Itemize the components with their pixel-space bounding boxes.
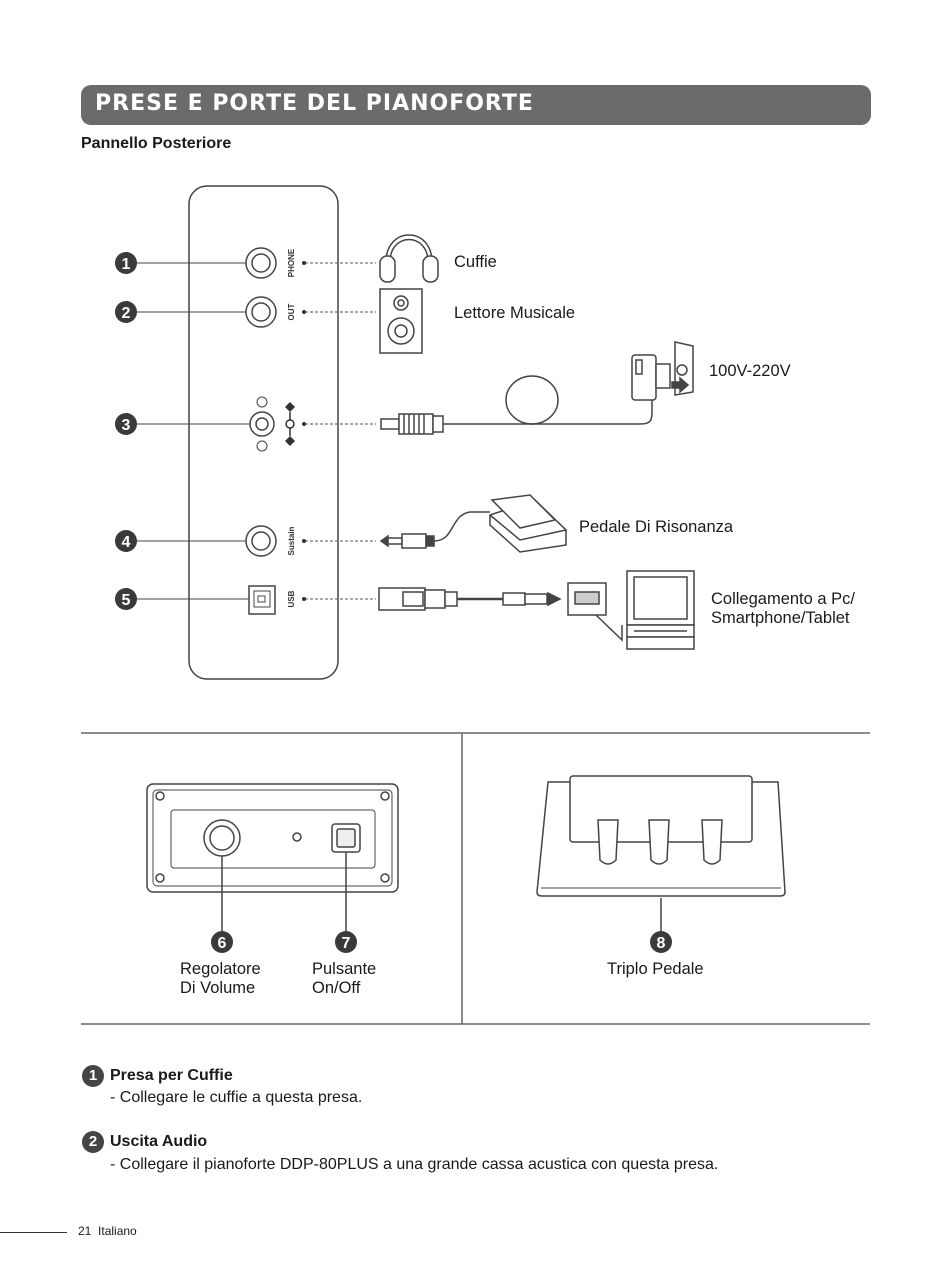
- svg-text:4: 4: [122, 534, 131, 551]
- svg-text:1: 1: [122, 256, 131, 273]
- sustain-jack: [245, 525, 277, 557]
- section-subtitle: Pannello Posteriore: [81, 135, 232, 152]
- headphones-icon: [379, 234, 439, 283]
- music-player-label: Lettore Musicale: [454, 304, 576, 322]
- page-number: 21: [78, 1224, 92, 1238]
- description-title-2: Uscita Audio: [110, 1133, 208, 1150]
- headphones-label: Cuffie: [454, 253, 497, 271]
- pc-label-line1: Collegamento a Pc/: [711, 590, 855, 608]
- description-marker-2: 2: [82, 1131, 104, 1153]
- section-title-banner: PRESE E PORTE DEL PIANOFORTE: [81, 85, 871, 125]
- usb-cable-icon: [378, 587, 562, 611]
- section-title: PRESE E PORTE DEL PIANOFORTE: [95, 91, 534, 116]
- power-label: 100V-220V: [709, 362, 791, 380]
- out-jack: [245, 296, 277, 328]
- marker-3: 3: [115, 413, 250, 435]
- power-button-label-line2: On/Off: [312, 979, 361, 997]
- triple-pedal-label: Triplo Pedale: [607, 960, 704, 978]
- marker-1: 1: [115, 252, 246, 274]
- description-body-1: - Collegare le cuffie a questa presa.: [110, 1089, 363, 1106]
- connection-lines: [305, 262, 376, 600]
- svg-text:3: 3: [122, 417, 131, 434]
- usb-port-label: USB: [287, 590, 296, 607]
- footer-rule: [0, 1232, 67, 1233]
- dc-plug-icon: [380, 375, 653, 435]
- pc-label-line2: Smartphone/Tablet: [711, 609, 850, 627]
- marker-2: 2: [115, 301, 246, 323]
- laptop-icon: [567, 570, 695, 650]
- svg-text:2: 2: [122, 305, 131, 322]
- controls-diagram: 6 7 8: [81, 732, 870, 1025]
- svg-text:8: 8: [657, 935, 666, 952]
- marker-4: 4: [115, 530, 246, 552]
- page-footer: 21 Italiano: [78, 1224, 137, 1238]
- power-adapter-icon: [631, 341, 694, 401]
- phone-port-label: PHONE: [287, 248, 296, 277]
- svg-text:7: 7: [342, 935, 351, 952]
- sustain-port-label: Sustain: [287, 526, 296, 555]
- volume-label-line2: Di Volume: [180, 979, 256, 997]
- power-button-label-line1: Pulsante: [312, 960, 377, 978]
- polarity-icon: [285, 402, 295, 446]
- triple-pedal-icon: [536, 775, 786, 932]
- marker-5: 5: [115, 588, 249, 610]
- page-language: Italiano: [98, 1224, 137, 1238]
- sustain-plug-icon: [379, 511, 490, 549]
- sustain-pedal-label: Pedale Di Risonanza: [579, 518, 734, 536]
- marker-8: 8: [650, 931, 672, 953]
- description-title-1: Presa per Cuffie: [110, 1067, 233, 1084]
- marker-7: 7: [335, 931, 357, 953]
- svg-text:5: 5: [122, 592, 131, 609]
- phone-jack: [245, 247, 277, 279]
- sustain-pedal-icon: [489, 494, 567, 553]
- out-port-label: OUT: [287, 303, 296, 320]
- description-body-2: - Collegare il pianoforte DDP-80PLUS a u…: [110, 1156, 719, 1173]
- svg-text:6: 6: [218, 935, 227, 952]
- marker-6: 6: [211, 931, 233, 953]
- dc-in-jack: [249, 396, 275, 452]
- description-marker-1: 1: [82, 1065, 104, 1087]
- rear-panel-diagram: 1 2 3 4 5: [115, 185, 695, 680]
- usb-port: [248, 585, 276, 615]
- volume-label-line1: Regolatore: [180, 960, 261, 978]
- control-panel-icon: [146, 783, 399, 932]
- speaker-icon: [379, 288, 423, 354]
